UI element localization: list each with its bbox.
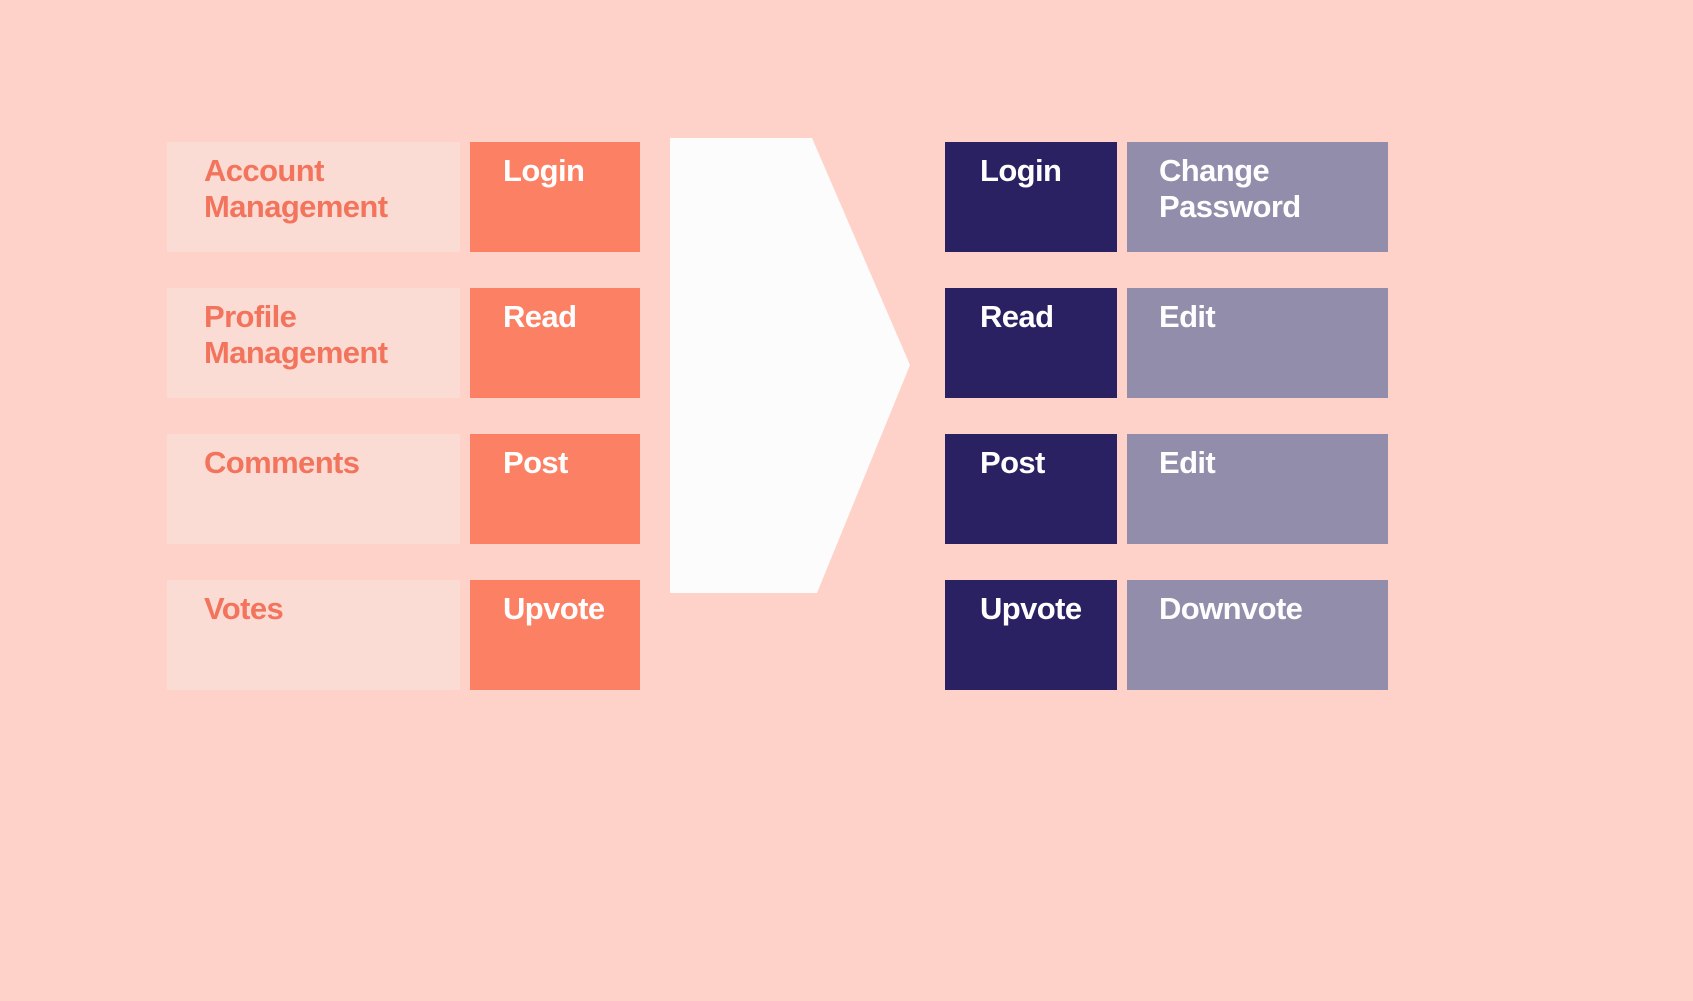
- left-column: Account Management Login Profile Managem…: [167, 142, 640, 726]
- mvp-feature-box-upvote: Upvote: [470, 580, 640, 690]
- mvp-feature-label: Read: [503, 299, 577, 334]
- feature-box-post: Post: [945, 434, 1117, 544]
- feature-box-login: Login: [945, 142, 1117, 252]
- next-feature-box-change-password: Change Password: [1127, 142, 1388, 252]
- right-arrow-icon: [670, 138, 910, 593]
- next-feature-label: Downvote: [1159, 591, 1303, 626]
- next-feature-box-edit: Edit: [1127, 288, 1388, 398]
- transition-arrow: [670, 138, 910, 593]
- feature-box-read: Read: [945, 288, 1117, 398]
- row-account-management: Account Management Login: [167, 142, 640, 252]
- next-feature-label: Change Password: [1159, 153, 1301, 224]
- category-label: Profile Management: [204, 299, 388, 370]
- row-upvote-downvote: Upvote Downvote: [945, 580, 1388, 690]
- category-box-profile-management: Profile Management: [167, 288, 460, 398]
- mvp-feature-box-read: Read: [470, 288, 640, 398]
- feature-label: Upvote: [980, 591, 1082, 626]
- row-read-edit: Read Edit: [945, 288, 1388, 398]
- category-box-account-management: Account Management: [167, 142, 460, 252]
- next-feature-box-edit-2: Edit: [1127, 434, 1388, 544]
- mvp-feature-label: Post: [503, 445, 568, 480]
- row-login-change-password: Login Change Password: [945, 142, 1388, 252]
- feature-label: Post: [980, 445, 1045, 480]
- row-profile-management: Profile Management Read: [167, 288, 640, 398]
- category-box-votes: Votes: [167, 580, 460, 690]
- mvp-feature-label: Upvote: [503, 591, 605, 626]
- row-comments: Comments Post: [167, 434, 640, 544]
- category-box-comments: Comments: [167, 434, 460, 544]
- feature-box-upvote: Upvote: [945, 580, 1117, 690]
- mvp-feature-box-login: Login: [470, 142, 640, 252]
- category-label: Account Management: [204, 153, 388, 224]
- right-column: Login Change Password Read Edit Post Edi…: [945, 142, 1388, 726]
- row-post-edit: Post Edit: [945, 434, 1388, 544]
- feature-label: Login: [980, 153, 1062, 188]
- category-label: Votes: [204, 591, 284, 626]
- next-feature-label: Edit: [1159, 299, 1216, 334]
- next-feature-label: Edit: [1159, 445, 1216, 480]
- category-label: Comments: [204, 445, 360, 480]
- mvp-feature-label: Login: [503, 153, 585, 188]
- row-votes: Votes Upvote: [167, 580, 640, 690]
- feature-label: Read: [980, 299, 1054, 334]
- mvp-feature-box-post: Post: [470, 434, 640, 544]
- next-feature-box-downvote: Downvote: [1127, 580, 1388, 690]
